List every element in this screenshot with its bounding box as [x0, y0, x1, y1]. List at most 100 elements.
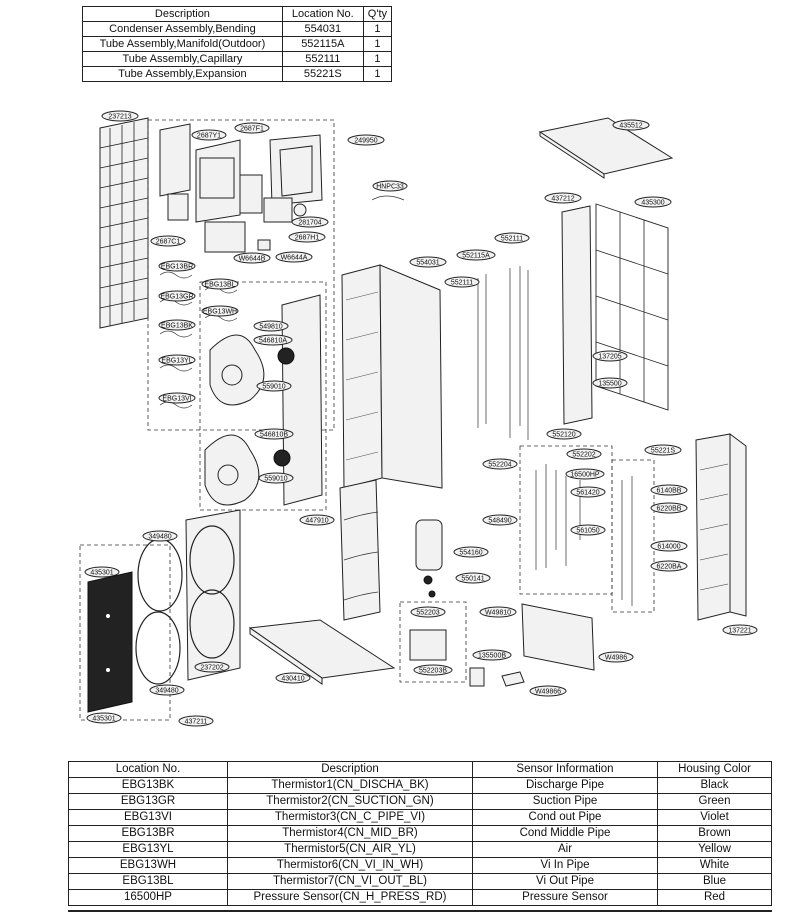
callout-2687c1: 2687C1	[156, 239, 181, 246]
callout-552111-a: 552111	[451, 280, 473, 287]
table-row: EBG13YL Thermistor5(CN_AIR_YL) Air Yello…	[68, 841, 772, 858]
cell-housing-color: Black	[657, 777, 772, 794]
callout-137221: 137221	[728, 628, 751, 635]
callout-549810: 549810	[259, 324, 282, 331]
cell-housing-color: Violet	[657, 809, 772, 826]
callout-16500hp: 16500HP	[570, 472, 600, 479]
table-row: EBG13BR Thermistor4(CN_MID_BR) Cond Midd…	[68, 825, 772, 842]
cell-location-no: 554031	[281, 21, 364, 37]
callout-554160: 554160	[459, 550, 482, 557]
cell-housing-color: Blue	[657, 873, 772, 890]
callout-237213: 237213	[108, 114, 131, 121]
callout-546810b: 546810B	[260, 432, 288, 439]
callout-552111-b: 552111	[501, 236, 523, 243]
manifold-tubes	[477, 266, 529, 440]
cell-description: Thermistor6(CN_VI_IN_WH)	[227, 857, 473, 874]
callout-552204: 552204	[488, 462, 511, 469]
callout-hnpc33: HNPC33	[376, 184, 404, 191]
cell-description: Thermistor5(CN_AIR_YL)	[227, 841, 473, 858]
motor-bracket	[273, 294, 323, 506]
header-housing-color: Housing Color	[657, 761, 772, 778]
callout-w49810: W49810	[485, 610, 511, 617]
callout-6220bb: 6220BB	[657, 506, 682, 513]
callout-w49866: W49866	[535, 689, 561, 696]
cell-location-no: EBG13BK	[68, 777, 228, 794]
table-row: Tube Assembly,Expansion 55221S 1	[82, 66, 393, 82]
side-guard	[595, 203, 669, 411]
base-pan	[248, 619, 396, 685]
table-row: EBG13BK Thermistor1(CN_DISCHA_BK) Discha…	[68, 777, 772, 794]
callout-554031: 554031	[416, 260, 439, 267]
callout-435301-b: 435301	[92, 716, 115, 723]
cell-location-no: 55221S	[281, 66, 364, 82]
callout-ebg13vi: EBG13VI	[162, 396, 191, 403]
valve-group-outline	[611, 459, 655, 613]
callout-ebg13bk: EBG13BK	[161, 323, 193, 330]
sensor-table-header: Location No. Description Sensor Informat…	[68, 761, 772, 778]
front-grille	[87, 571, 133, 713]
callout-6140bb: 6140BB	[657, 488, 682, 495]
callout-349480-a: 349480	[148, 534, 171, 541]
table-row: EBG13BL Thermistor7(CN_VI_OUT_BL) Vi Out…	[68, 873, 772, 890]
cell-sensor-information: Air	[472, 841, 658, 858]
rear-grille-panel	[99, 117, 149, 329]
callout-559010-b: 559010	[264, 476, 287, 483]
callout-135500: 135500	[598, 381, 621, 388]
callout-561050: 561050	[576, 528, 599, 535]
cell-location-no: 16500HP	[68, 889, 228, 906]
cell-sensor-information: Cond out Pipe	[472, 809, 658, 826]
cell-description: Tube Assembly,Manifold(Outdoor)	[82, 36, 283, 52]
callout-135500b: 135500B	[478, 653, 506, 660]
right-side-panel	[695, 433, 747, 621]
callout-561420: 561420	[576, 490, 599, 497]
front-fan-guard	[185, 509, 241, 681]
cell-location-no: EBG13GR	[68, 793, 228, 810]
cell-sensor-information: Vi In Pipe	[472, 857, 658, 874]
callout-437212: 437212	[551, 196, 574, 203]
cell-qty: 1	[362, 66, 393, 82]
side-panel	[561, 205, 593, 425]
cell-description: Tube Assembly,Expansion	[82, 66, 283, 82]
cell-location-no: EBG13YL	[68, 841, 228, 858]
piping-group-outline	[519, 445, 613, 595]
callout-137205: 137205	[598, 354, 621, 361]
callout-6220ba: 6220BA	[657, 564, 682, 571]
fan-group-outline	[199, 281, 327, 511]
compressor	[415, 519, 443, 598]
callout-249950: 249950	[354, 138, 377, 145]
control-box-assembly	[159, 123, 323, 253]
sensor-table: Location No. Description Sensor Informat…	[68, 761, 772, 906]
cell-description: Thermistor1(CN_DISCHA_BK)	[227, 777, 473, 794]
callout-430410: 430410	[281, 676, 304, 683]
cell-housing-color: Green	[657, 793, 772, 810]
cell-housing-color: Brown	[657, 825, 772, 842]
callout-435300: 435300	[641, 200, 664, 207]
cell-housing-color: Yellow	[657, 841, 772, 858]
cell-description: Thermistor4(CN_MID_BR)	[227, 825, 473, 842]
small-parts	[469, 667, 525, 687]
callout-437211: 437211	[185, 719, 208, 726]
condenser-assembly	[341, 264, 443, 489]
callouts: 237213 2687Y1 2687F1 249950 HNPC33 43551…	[84, 110, 758, 727]
callout-2687f1: 2687F1	[240, 126, 264, 133]
top-cover	[538, 117, 674, 179]
cell-sensor-information: Cond Middle Pipe	[472, 825, 658, 842]
lower-fan	[204, 434, 260, 506]
callout-435301-a: 435301	[90, 570, 113, 577]
cell-sensor-information: Suction Pipe	[472, 793, 658, 810]
cell-housing-color: Red	[657, 889, 772, 906]
callout-ebg13yl: EBG13YL	[161, 358, 192, 365]
table-row: EBG13GR Thermistor2(CN_SUCTION_GN) Sucti…	[68, 793, 772, 810]
callout-w6644b: W6644B	[239, 256, 266, 263]
callout-552120: 552120	[552, 432, 575, 439]
callout-548490: 548490	[488, 518, 511, 525]
cell-sensor-information: Discharge Pipe	[472, 777, 658, 794]
fan-rings	[135, 538, 183, 685]
callout-ebg13br: EBG13BR	[161, 264, 193, 271]
piping-assembly	[535, 464, 633, 606]
cell-sensor-information: Vi Out Pipe	[472, 873, 658, 890]
table-row: Tube Assembly,Manifold(Outdoor) 552115A …	[82, 36, 393, 52]
callout-447910: 447910	[305, 518, 328, 525]
cell-location-no: EBG13BL	[68, 873, 228, 890]
